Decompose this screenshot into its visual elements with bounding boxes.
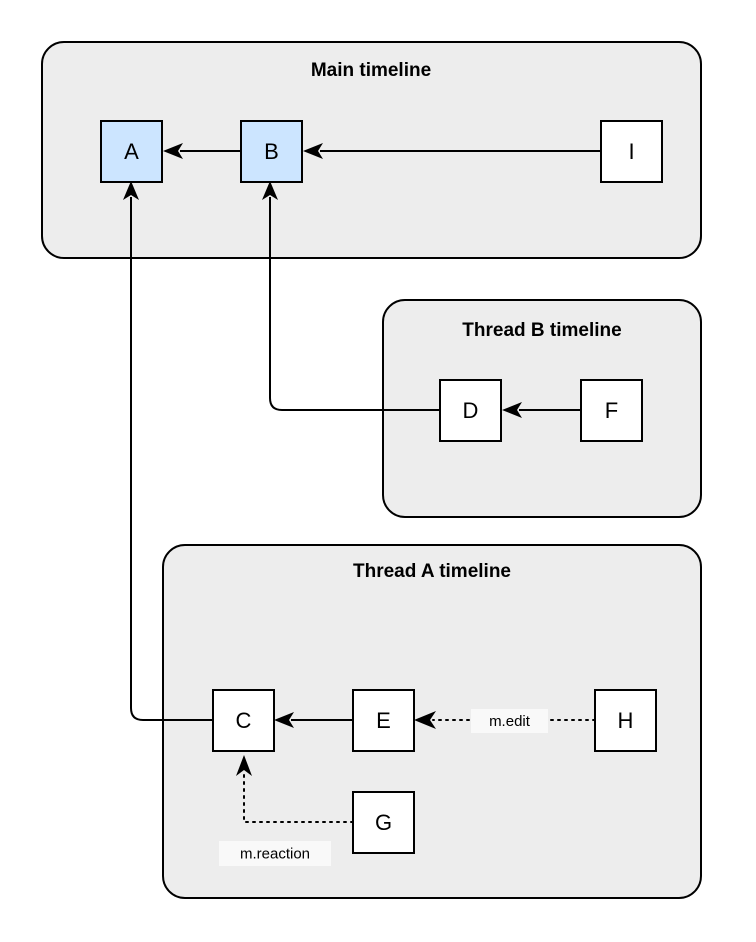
group-thread-b-timeline-title: Thread B timeline <box>462 320 621 341</box>
node-d-label: D <box>463 398 479 423</box>
node-f[interactable]: F <box>580 379 643 442</box>
edge-g-to-c <box>236 755 354 823</box>
edge-d-to-b-arrowhead <box>262 181 278 200</box>
node-d-box[interactable] <box>439 379 502 442</box>
edge-label-m-edit: m.edit <box>471 709 548 733</box>
node-c-label: C <box>236 708 252 733</box>
node-g[interactable]: G <box>352 791 415 854</box>
edge-c-to-a-arrowhead <box>123 181 139 200</box>
node-h-label: H <box>618 708 634 733</box>
group-thread-a-timeline: Thread A timeline <box>162 544 702 899</box>
node-e-box[interactable] <box>352 689 415 752</box>
node-b-box[interactable] <box>240 120 303 183</box>
edge-b-to-a <box>163 143 241 159</box>
node-g-label: G <box>375 810 392 835</box>
group-thread-b-timeline: Thread B timeline <box>382 299 702 518</box>
node-f-box[interactable] <box>580 379 643 442</box>
edge-d-to-b-line <box>269 197 440 411</box>
node-b-label: B <box>264 139 279 164</box>
node-g-box[interactable] <box>352 791 415 854</box>
edge-i-to-b <box>303 143 601 159</box>
edge-label-m-edit-bg <box>471 709 548 733</box>
node-a[interactable]: A <box>100 120 163 183</box>
edge-d-to-b <box>262 181 440 411</box>
edge-label-m-edit-text: m.edit <box>489 713 531 730</box>
edge-h-to-e-arrowhead <box>414 711 436 729</box>
node-e-label: E <box>376 708 391 733</box>
group-main-timeline-title: Main timeline <box>311 60 431 81</box>
node-h[interactable]: H <box>594 689 657 752</box>
node-i-label: I <box>628 139 634 164</box>
edge-e-to-c <box>274 712 353 728</box>
node-c[interactable]: C <box>212 689 275 752</box>
node-b[interactable]: B <box>240 120 303 183</box>
node-a-box[interactable] <box>100 120 163 183</box>
group-thread-a-timeline-title: Thread A timeline <box>353 561 511 582</box>
edge-label-m-reaction-bg <box>219 841 331 866</box>
edge-c-to-a-line <box>130 197 213 721</box>
node-a-label: A <box>124 139 139 164</box>
node-e[interactable]: E <box>352 689 415 752</box>
edge-c-to-a <box>123 181 213 721</box>
group-thread-a-timeline-box <box>162 544 702 899</box>
edge-b-to-a-arrowhead <box>163 143 183 159</box>
group-thread-b-timeline-box <box>382 299 702 518</box>
node-i[interactable]: I <box>600 120 663 183</box>
node-h-box[interactable] <box>594 689 657 752</box>
edge-label-m-reaction: m.reaction <box>219 841 331 866</box>
edge-i-to-b-arrowhead <box>303 143 323 159</box>
edge-g-to-c-arrowhead <box>236 755 252 776</box>
edge-f-to-d-arrowhead <box>502 402 522 418</box>
node-f-label: F <box>605 398 618 423</box>
edge-h-to-e <box>414 711 596 729</box>
edge-e-to-c-arrowhead <box>274 712 294 728</box>
node-c-box[interactable] <box>212 689 275 752</box>
edge-f-to-d <box>502 402 581 418</box>
edge-g-to-c-line <box>243 774 354 823</box>
edge-label-m-reaction-text: m.reaction <box>240 845 310 862</box>
node-d[interactable]: D <box>439 379 502 442</box>
node-i-box[interactable] <box>600 120 663 183</box>
